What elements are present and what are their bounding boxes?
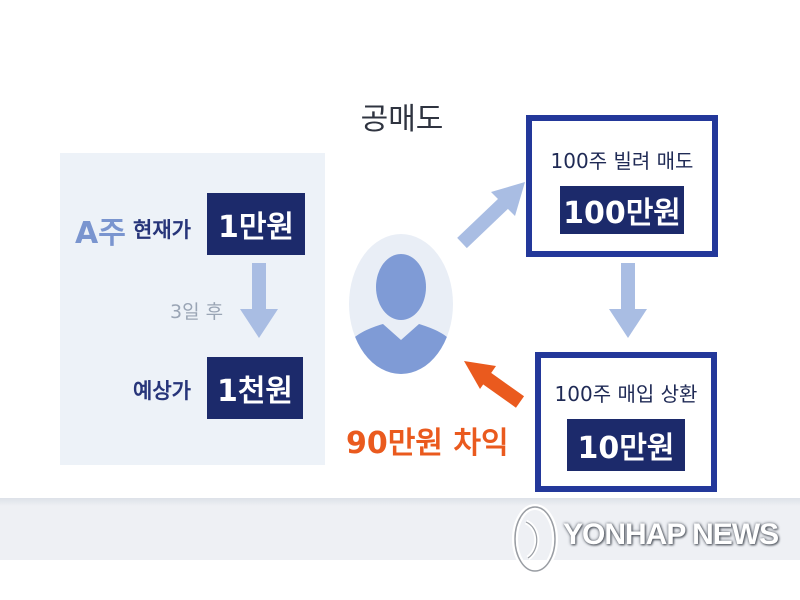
borrow-caption: 100주 빌려 매도 <box>550 149 694 173</box>
stock-name: A주 <box>75 216 126 251</box>
profit-label: 90만원 차익 <box>346 426 509 461</box>
buyback-amount: 10만원 <box>567 419 685 471</box>
borrow-amount: 100만원 <box>560 186 684 234</box>
yonhap-logo-icon <box>512 504 558 574</box>
watermark-text: YONHAP NEWS <box>563 518 779 551</box>
footer-shadow <box>0 498 800 506</box>
arrow-down-right <box>609 263 647 338</box>
current-price-box: 1만원 <box>207 193 305 255</box>
buyback-caption: 100주 매입 상환 <box>554 382 698 406</box>
borrow-sell-box: 100주 빌려 매도 100만원 <box>526 115 718 257</box>
days-later-label: 3일 후 <box>170 301 224 323</box>
footer-band <box>0 498 800 560</box>
person-icon <box>349 234 453 374</box>
diagram-title: 공매도 <box>360 102 444 137</box>
expected-price-box: 1천원 <box>207 357 303 419</box>
buyback-repay-box: 100주 매입 상환 10만원 <box>535 352 717 492</box>
expected-price-label: 예상가 <box>133 379 191 403</box>
arrow-profit <box>464 361 525 408</box>
arrow-down-left <box>240 263 278 338</box>
arrow-up-right <box>457 182 525 249</box>
current-price-label: 현재가 <box>133 218 191 242</box>
